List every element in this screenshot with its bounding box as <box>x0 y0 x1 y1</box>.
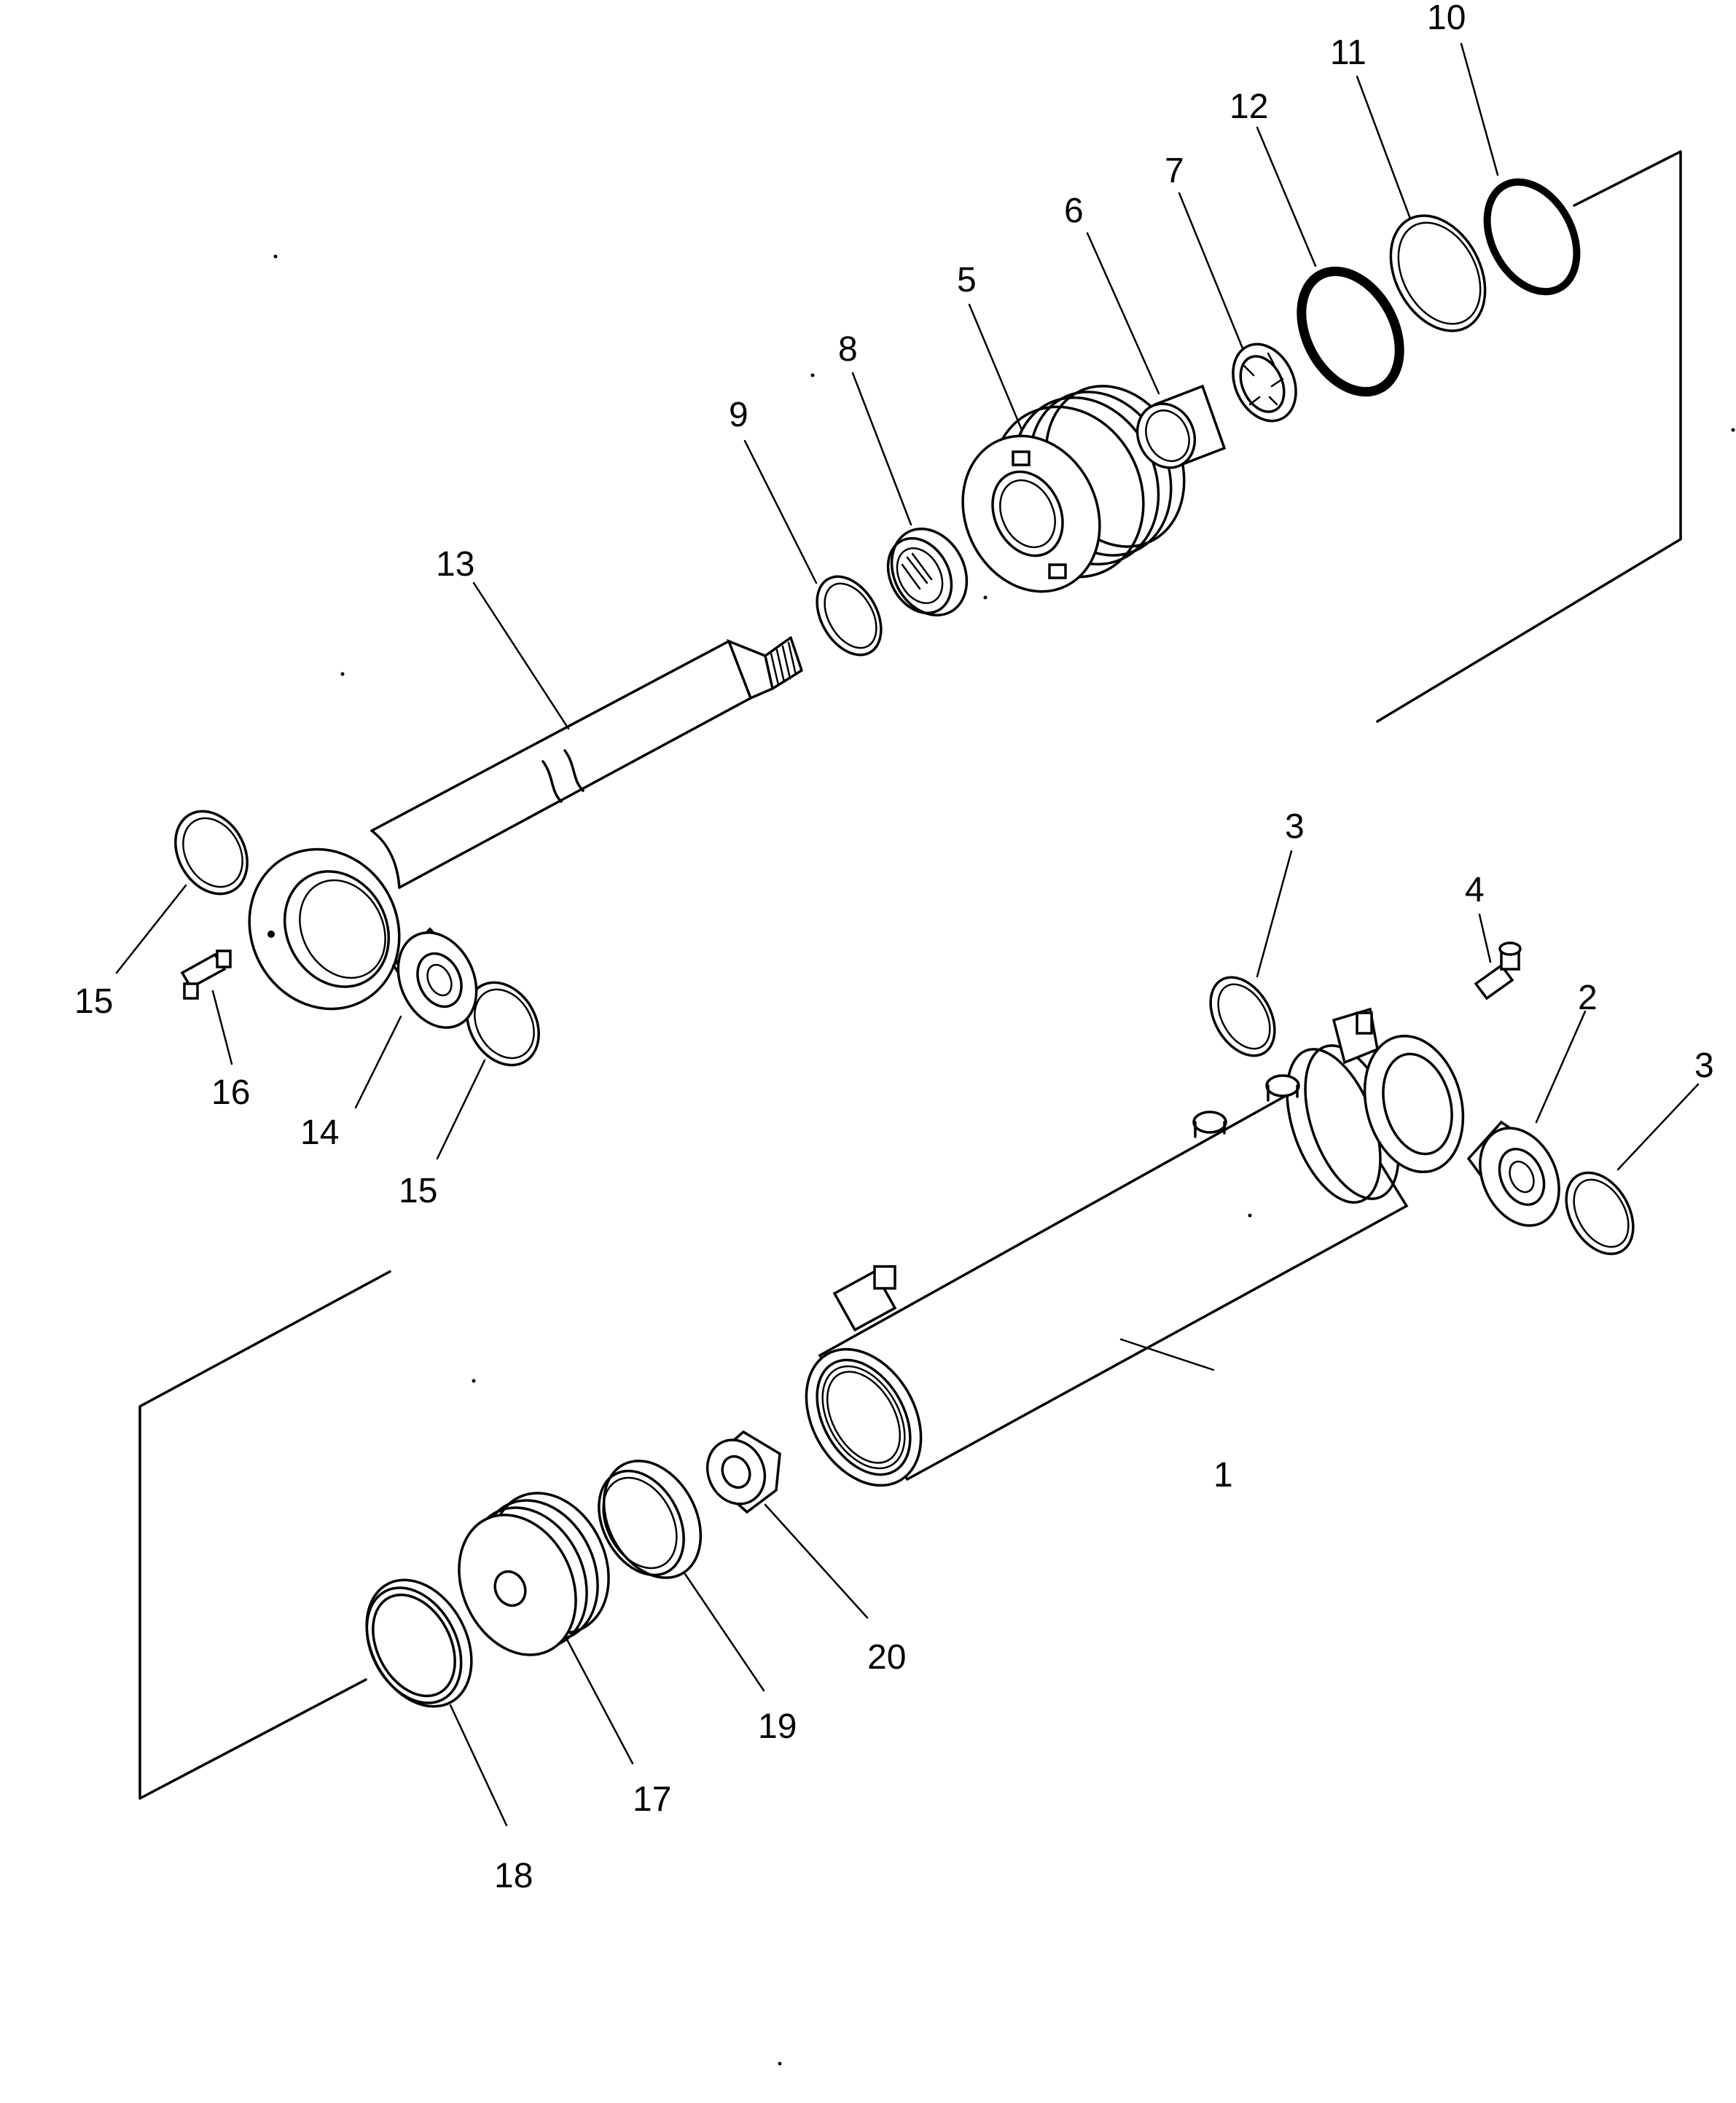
callout-11: 11 <box>1330 34 1366 72</box>
bushing-6 <box>1135 384 1227 469</box>
grease-fitting-4 <box>1474 941 1522 1000</box>
wear-ring-19 <box>598 1460 703 1579</box>
assembly-bracket-lower <box>138 1270 391 1800</box>
callout-6: 6 <box>1064 192 1084 230</box>
callout-9: 9 <box>729 396 748 434</box>
snap-ring-15-lower <box>466 981 540 1067</box>
callout-12: 12 <box>1229 87 1268 126</box>
callout-19: 19 <box>758 1707 797 1746</box>
seal-7 <box>1232 342 1297 423</box>
nut-20 <box>705 1430 781 1514</box>
callout-3a: 3 <box>1285 807 1305 846</box>
callout-4: 4 <box>1465 871 1485 909</box>
cylinder-head-5 <box>961 385 1186 593</box>
leader-lines <box>115 42 1700 1827</box>
callout-2: 2 <box>1578 979 1598 1017</box>
callout-16: 16 <box>211 1073 250 1112</box>
callout-3b: 3 <box>1694 1046 1714 1085</box>
seal-18 <box>365 1578 473 1708</box>
callout-15a: 15 <box>74 982 113 1021</box>
callout-18: 18 <box>494 1857 533 1895</box>
callout-1: 1 <box>1213 1456 1233 1495</box>
scan-specks <box>273 254 1735 2066</box>
spherical-bearing-2 <box>1466 1120 1560 1227</box>
callout-labels: 1 2 3 3 4 5 6 7 8 9 10 11 12 13 14 15 15… <box>74 0 1714 1895</box>
cylinder-tube <box>805 1007 1465 1487</box>
piston-rod <box>248 636 803 1011</box>
spherical-bearing-14 <box>391 927 478 1029</box>
callout-20: 20 <box>867 1638 906 1677</box>
callout-10: 10 <box>1427 0 1466 37</box>
assembly-bracket-upper <box>1376 150 1682 723</box>
grease-fitting-16 <box>180 949 232 1000</box>
bushing-8 <box>886 528 969 616</box>
snap-ring-15-upper <box>174 810 249 896</box>
backup-ring-11 <box>1389 214 1487 332</box>
snap-ring-3-right <box>1565 1171 1635 1256</box>
callout-15b: 15 <box>399 1172 437 1210</box>
snap-ring-3-left <box>1209 976 1276 1057</box>
o-ring-10 <box>1483 178 1581 296</box>
callout-7: 7 <box>1165 152 1184 190</box>
callout-13: 13 <box>436 545 474 584</box>
o-ring-12 <box>1297 266 1404 397</box>
piston-17 <box>458 1492 610 1656</box>
callout-5: 5 <box>957 261 977 299</box>
callout-17: 17 <box>633 1780 671 1819</box>
snap-ring-9 <box>816 575 883 657</box>
callout-14: 14 <box>300 1113 339 1152</box>
callout-8: 8 <box>838 330 858 369</box>
